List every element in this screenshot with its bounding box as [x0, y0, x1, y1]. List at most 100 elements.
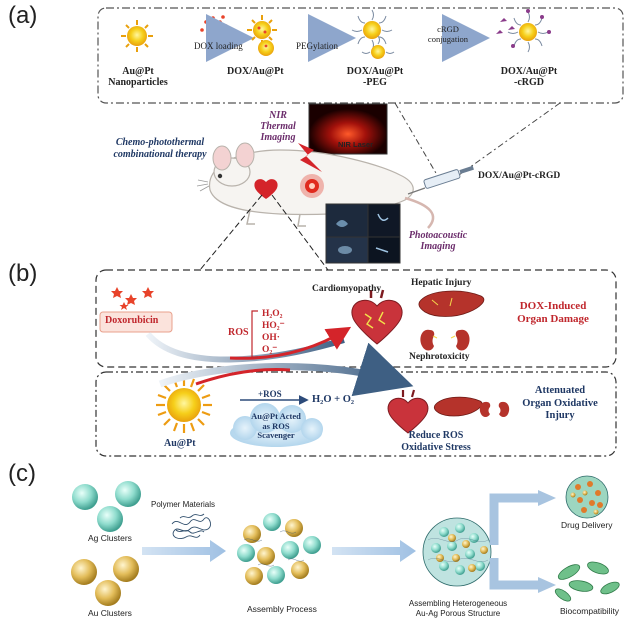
label-scavenger: Au@Pt Acted as ROS Scavenger [244, 411, 308, 441]
label-drug-delivery: Drug Delivery [561, 520, 613, 530]
nir-line2: Thermal [260, 121, 296, 132]
arrow-head-biocompatibility [538, 577, 556, 593]
step-crgd-conjugation: cRGD conjugation [420, 24, 476, 44]
label-plus-ros: +ROS [258, 389, 282, 399]
arrow-head-drug-delivery [538, 490, 556, 506]
label-photoacoustic: Photoacoustic Imaging [400, 230, 476, 252]
scavenger-line3: Scavenger [257, 430, 295, 440]
au-clusters-icon [71, 556, 139, 606]
photo-line1: Photoacoustic [408, 230, 468, 241]
label-biocompatibility: Biocompatibility [560, 606, 620, 616]
nir-thermal-image [308, 103, 388, 155]
np3-line1: DOX/Au@Pt [346, 66, 404, 77]
biocompatibility-icon [554, 561, 620, 602]
label-dox-organ-damage: DOX-Induced Organ Damage [500, 300, 606, 326]
ros-species-list: H₂O₂ HO₂⁻ OH· O₂⁻ [262, 308, 285, 356]
attenuated-line1: Attenuated [534, 385, 586, 396]
label-dox-aupt-peg: DOX/Au@Pt -PEG [340, 66, 410, 88]
ros-species-ho2: HO₂⁻ [262, 321, 285, 331]
connector-line-left [394, 102, 441, 181]
nir-line3: Imaging [260, 132, 296, 143]
dox-aupt-icon [247, 15, 277, 45]
syringe-icon [407, 165, 474, 195]
nir-line1: NIR [269, 110, 287, 121]
label-reduce-ros: Reduce ROS Oxidative Stress [384, 430, 488, 454]
laser-bolt-icon [298, 143, 322, 172]
ros-species-h2o2: H₂O₂ [262, 309, 283, 319]
np1-line2: Nanoparticles [108, 77, 168, 88]
attenuated-line3: Injury [545, 410, 575, 421]
panel-a-label: (a) [8, 2, 38, 29]
assembly-cluster-icon [237, 513, 321, 585]
damaged-heart-icon [351, 289, 403, 345]
label-attenuated: Attenuated Organ Oxidative Injury [508, 385, 612, 423]
ros-arrow [229, 326, 352, 360]
label-therapy: Chemo-photothermal combinational therapy [100, 137, 220, 161]
mouse-icon [196, 142, 435, 229]
photo-line2: Imaging [420, 241, 456, 252]
label-nir-imaging: NIR Thermal Imaging [250, 110, 306, 143]
healthy-liver-icon [433, 396, 483, 417]
np4-line2: -cRGD [514, 77, 544, 88]
arrow-to-drug-delivery [489, 493, 540, 545]
label-hepatic-injury: Hepatic Injury [411, 278, 472, 288]
connector-heart-right [271, 194, 329, 271]
crgd-peptides-icon [496, 18, 515, 34]
porous-structure-icon [422, 517, 492, 587]
reduce-line2: Oxidative Stress [401, 442, 471, 453]
curve-aupt-to-organs [158, 342, 414, 397]
label-polymer: Polymer Materials [151, 500, 216, 509]
label-injection: DOX/Au@Pt-cRGD [478, 171, 561, 181]
arrow-to-assembly [142, 540, 226, 562]
kidney-icon [420, 329, 470, 351]
connector-line-right [451, 102, 561, 181]
step-dox-loading: DOX loading [194, 41, 243, 51]
step-pegylation: PEGylation [296, 41, 338, 51]
dox-aupt-crgd-icon [507, 9, 551, 53]
label-dox-aupt-crgd: DOX/Au@Pt -cRGD [494, 66, 564, 88]
therapy-line1: Chemo-photothermal [115, 137, 205, 148]
ros-species-oh: OH· [262, 333, 280, 343]
structure-line1: Assembling Heterogeneous [408, 599, 508, 608]
polymer-icon [171, 513, 211, 540]
dox-aupt-icon-2 [258, 40, 274, 56]
label-porous-structure: Assembling Heterogeneous Au-Ag Porous St… [402, 599, 514, 618]
label-reaction: H₂O + O₂ [312, 394, 355, 405]
label-doxorubicin: Doxorubicin [105, 315, 159, 326]
aupt-sun-icon [156, 377, 212, 433]
label-nir-laser: NIR Laser [338, 140, 374, 149]
reduce-line1: Reduce ROS [408, 430, 464, 441]
label-aupt-nanoparticles: Au@Pt Nanoparticles [98, 66, 178, 88]
doxorubicin-molecules-icon [111, 287, 154, 310]
liver-icon [418, 290, 485, 317]
dox-molecules-icon [200, 15, 228, 32]
structure-line2: Au-Ag Porous Structure [415, 608, 501, 618]
drug-delivery-icon [565, 475, 609, 519]
photoacoustic-images [325, 203, 401, 264]
np1-line1: Au@Pt [122, 66, 154, 77]
arrow-to-biocompatibility [489, 558, 540, 590]
dox-aupt-peg-icon-2 [361, 35, 395, 59]
healthy-heart-icon [387, 389, 429, 434]
np3-line2: -PEG [363, 77, 387, 88]
label-ag-clusters: Ag Clusters [88, 533, 132, 543]
arrow-to-structure [332, 540, 416, 562]
connector-heart-left [199, 194, 263, 271]
ag-clusters-icon [72, 481, 141, 532]
label-nephrotoxicity: Nephrotoxicity [409, 352, 470, 362]
dox-aupt-peg-icon [351, 9, 393, 51]
label-au-clusters: Au Clusters [88, 608, 132, 618]
aupt-nanoparticle-icon [121, 20, 153, 52]
curve-aupt-red [195, 368, 291, 386]
label-dox-aupt: DOX/Au@Pt [227, 66, 284, 77]
step-crgd-line2: conjugation [427, 34, 469, 44]
label-cardiomyopathy: Cardiomyopathy [312, 284, 382, 294]
attenuated-line2: Organ Oxidative [522, 397, 598, 409]
healthy-kidney-icon [479, 401, 510, 417]
scavenger-line1: Au@Pt Acted [251, 411, 301, 421]
panel-c-label: (c) [8, 460, 36, 487]
therapy-line2: combinational therapy [113, 149, 207, 160]
synthesis-box [97, 7, 624, 104]
